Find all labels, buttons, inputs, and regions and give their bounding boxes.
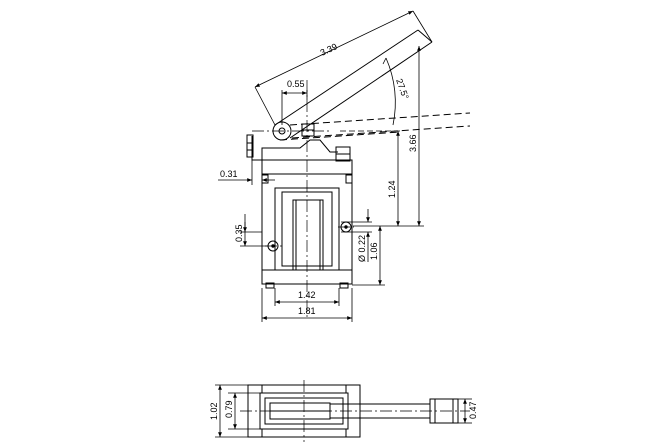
dim-angle: 27.5° [394,77,411,101]
dim-hole-offset: 0.35 [234,224,244,242]
dim-total-height: 3.66 [408,134,418,152]
lever-dashed-position [279,112,471,141]
dim-left-offset: 0.31 [220,169,238,179]
dim-bottom-inner: 0.79 [224,400,234,418]
dim-hole-dia: Ø 0.22 [357,235,367,262]
side-view-center-lines [240,380,470,442]
dim-mount-height: 1.06 [369,242,379,260]
dim-inner-width: 1.42 [298,290,316,300]
dim-lever-length: 3.39 [319,41,339,57]
dim-outer-width: 1.81 [298,306,316,316]
dim-pivot-offset: 0.55 [287,79,305,89]
dim-bottom-outer: 1.02 [209,402,219,420]
dim-roller-dia: 0.47 [468,401,478,419]
side-view-dimensions [215,384,472,438]
dim-pivot-height: 1.24 [387,180,397,198]
dimension-lines [218,10,433,322]
